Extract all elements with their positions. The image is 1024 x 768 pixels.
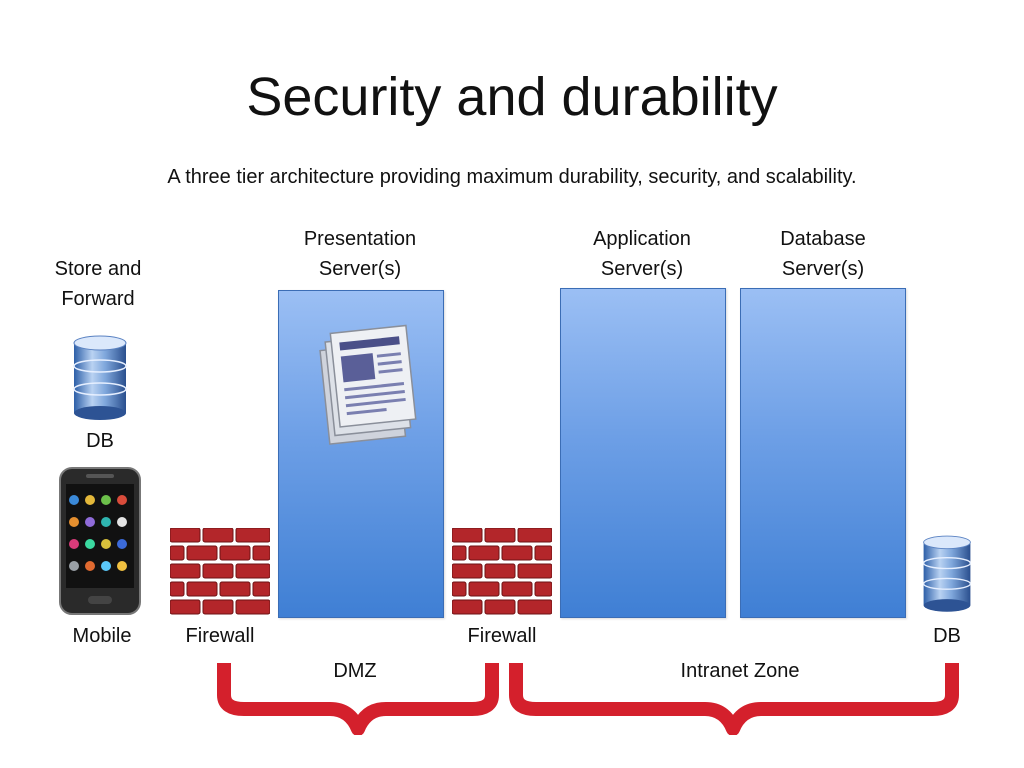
db-label-right: DB bbox=[933, 625, 961, 647]
database-server-box bbox=[740, 288, 906, 618]
application-server-box bbox=[560, 288, 726, 618]
smartphone-icon bbox=[59, 467, 141, 615]
dmz-label: DMZ bbox=[333, 660, 377, 682]
database-icon bbox=[73, 335, 127, 420]
firewall-left-icon bbox=[170, 528, 270, 615]
intranet-zone-label: Intranet Zone bbox=[680, 660, 800, 682]
firewall-label-left: Firewall bbox=[185, 625, 255, 647]
intranet-zone-brace bbox=[509, 663, 959, 735]
dmz-brace bbox=[217, 663, 499, 735]
firewall-right-icon bbox=[452, 528, 552, 615]
documents-stack-icon bbox=[319, 324, 417, 445]
page-subtitle: A three tier architecture providing maxi… bbox=[167, 166, 857, 188]
page-title: Security and durability bbox=[246, 67, 778, 127]
db-label-left: DB bbox=[86, 430, 114, 452]
firewall-label-right: Firewall bbox=[467, 625, 537, 647]
mobile-label: Mobile bbox=[72, 625, 132, 647]
database-icon-right bbox=[922, 535, 972, 612]
